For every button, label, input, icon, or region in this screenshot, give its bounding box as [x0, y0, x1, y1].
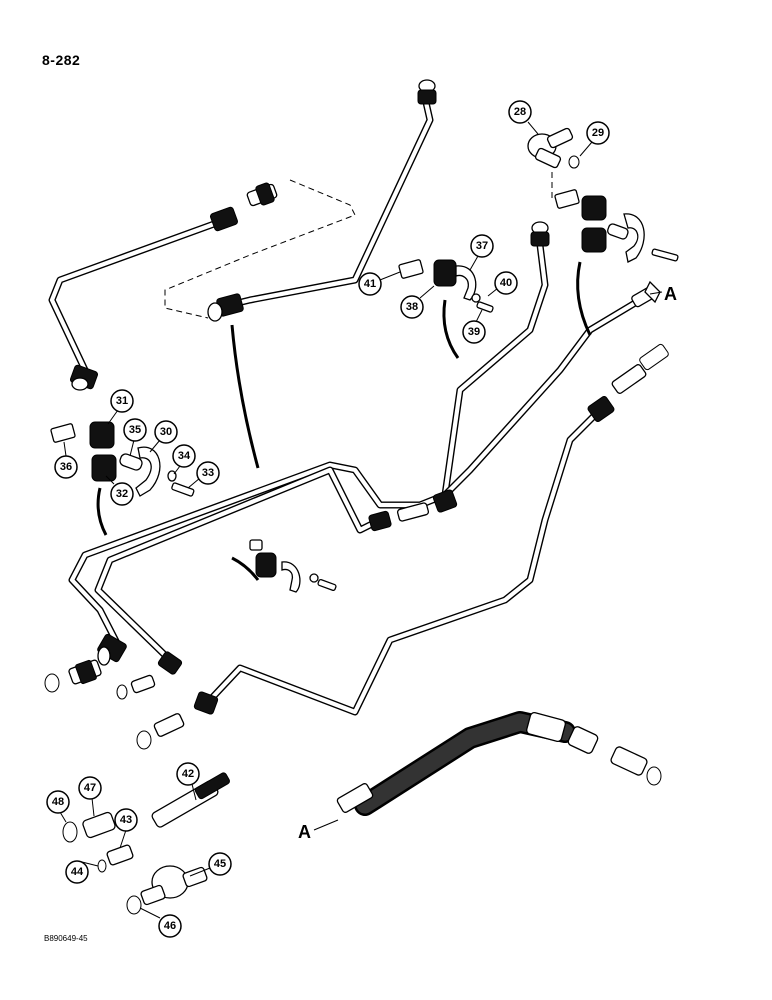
hose-assembly — [336, 711, 662, 816]
clamp-assembly-right — [551, 172, 679, 336]
svg-text:29: 29 — [592, 127, 604, 139]
figure-code: B890649-45 — [44, 934, 88, 943]
callout-31: 31 — [107, 389, 134, 425]
svg-text:43: 43 — [120, 814, 132, 826]
callout-30: 30 — [149, 420, 178, 453]
elbow-fitting-28 — [527, 127, 580, 169]
svg-text:35: 35 — [129, 424, 141, 436]
callout-43: 43 — [114, 808, 138, 849]
callout-29: 29 — [579, 121, 610, 157]
callout-48: 48 — [46, 790, 70, 823]
lower-left-fittings — [44, 633, 219, 750]
upper-left-tube — [48, 79, 437, 391]
callout-33: 33 — [187, 461, 220, 489]
callout-37: 37 — [469, 234, 494, 271]
clamp-assembly-lower — [231, 539, 337, 593]
callout-42: 42 — [176, 762, 200, 801]
svg-text:48: 48 — [52, 796, 64, 808]
svg-text:47: 47 — [84, 782, 96, 794]
svg-text:32: 32 — [116, 488, 128, 500]
loose-parts — [62, 772, 230, 915]
svg-text:42: 42 — [182, 768, 194, 780]
callout-44: 44 — [65, 860, 99, 884]
callout-35: 35 — [123, 418, 147, 457]
callout-39: 39 — [462, 309, 486, 344]
callout-47: 47 — [78, 776, 102, 817]
svg-text:45: 45 — [214, 858, 226, 870]
svg-text:41: 41 — [364, 278, 376, 290]
svg-text:38: 38 — [406, 301, 418, 313]
clamp-assembly-middle — [398, 259, 494, 359]
long-tubes — [68, 221, 669, 716]
svg-text:28: 28 — [514, 106, 526, 118]
svg-text:39: 39 — [468, 326, 480, 338]
svg-text:40: 40 — [500, 277, 512, 289]
clamp-assembly-left — [50, 324, 260, 536]
callout-46: 46 — [139, 907, 182, 938]
callout-41: 41 — [358, 271, 401, 296]
reference-mark-a-lower: A — [298, 822, 311, 842]
svg-text:44: 44 — [71, 866, 84, 878]
callout-36: 36 — [54, 441, 78, 479]
svg-text:30: 30 — [160, 426, 172, 438]
callout-38: 38 — [400, 285, 435, 319]
svg-text:46: 46 — [164, 920, 176, 932]
svg-text:33: 33 — [202, 467, 214, 479]
svg-text:37: 37 — [476, 240, 488, 252]
callout-45: 45 — [189, 852, 232, 877]
svg-text:31: 31 — [116, 395, 128, 407]
callout-40: 40 — [487, 271, 518, 297]
callout-32: 32 — [105, 475, 134, 506]
page-number: 8-282 — [42, 52, 81, 68]
svg-text:34: 34 — [178, 450, 191, 462]
svg-text:36: 36 — [60, 461, 72, 473]
reference-mark-a-upper: A — [664, 284, 677, 304]
callout-28: 28 — [508, 100, 539, 135]
callout-34: 34 — [172, 444, 196, 475]
